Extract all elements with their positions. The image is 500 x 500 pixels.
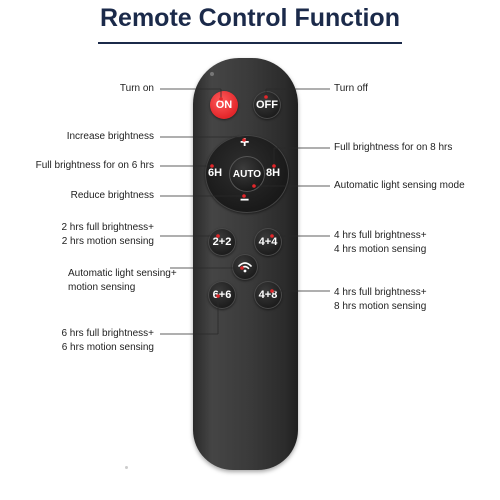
ir-sensor-dot — [210, 72, 214, 76]
label-6-6-line1: 6 hrs full brightness+ — [61, 328, 154, 339]
auto-button-label: AUTO — [232, 168, 262, 180]
label-increase-brightness: Increase brightness — [66, 131, 154, 142]
label-2-2-line1: 2 hrs full brightness+ — [61, 222, 154, 233]
off-button-label: OFF — [256, 99, 278, 111]
mode-4-4-label: 4+4 — [258, 236, 278, 248]
mode-6-6-button[interactable]: 6+6 — [208, 281, 236, 309]
label-full-6-hrs: Full brightness for on 6 hrs — [35, 160, 154, 171]
label-4-4-line1: 4 hrs full brightness+ — [334, 230, 427, 241]
label-4-4-line2: 4 hrs motion sensing — [334, 244, 427, 255]
label-motion-sensing-line2: motion sensing — [68, 282, 136, 293]
label-full-8-hrs: Full brightness for on 8 hrs — [334, 142, 453, 153]
on-button-label: ON — [215, 99, 233, 111]
six-hour-button[interactable]: 6H — [208, 167, 223, 179]
mode-4-4-button[interactable]: 4+4 — [254, 228, 282, 256]
label-4-8-mode: 4 hrs full brightness+ 8 hrs motion sens… — [334, 286, 427, 314]
label-2-2-mode: 2 hrs full brightness+ 2 hrs motion sens… — [61, 221, 154, 249]
label-4-4-mode: 4 hrs full brightness+ 4 hrs motion sens… — [334, 229, 427, 257]
on-button[interactable]: ON — [210, 91, 238, 119]
label-turn-on: Turn on — [119, 83, 154, 94]
label-motion-sensing-line1: Automatic light sensing+ — [68, 268, 177, 279]
mode-2-2-button[interactable]: 2+2 — [208, 228, 236, 256]
reduce-brightness-button[interactable]: − — [240, 192, 250, 209]
title-underline — [98, 42, 402, 44]
label-reduce-brightness: Reduce brightness — [70, 190, 154, 201]
increase-brightness-button[interactable]: + — [240, 134, 250, 151]
decorative-dot — [125, 466, 128, 469]
label-4-8-line2: 8 hrs motion sensing — [334, 301, 427, 312]
eight-hour-button[interactable]: 8H — [266, 167, 281, 179]
label-4-8-line1: 4 hrs full brightness+ — [334, 287, 427, 298]
label-auto-mode: Automatic light sensing mode — [334, 180, 465, 191]
auto-button[interactable]: AUTO — [229, 156, 265, 192]
label-6-6-line2: 6 hrs motion sensing — [61, 342, 154, 353]
label-motion-sensing: Automatic light sensing+ motion sensing — [68, 267, 177, 295]
page-title: Remote Control Function — [100, 4, 400, 32]
mode-4-8-button[interactable]: 4+8 — [254, 281, 282, 309]
mode-6-6-label: 6+6 — [212, 289, 232, 301]
motion-sensing-button[interactable] — [232, 254, 258, 280]
mode-2-2-label: 2+2 — [212, 236, 232, 248]
label-6-6-mode: 6 hrs full brightness+ 6 hrs motion sens… — [61, 327, 154, 355]
label-turn-off: Turn off — [334, 83, 368, 94]
label-2-2-line2: 2 hrs motion sensing — [61, 236, 154, 247]
